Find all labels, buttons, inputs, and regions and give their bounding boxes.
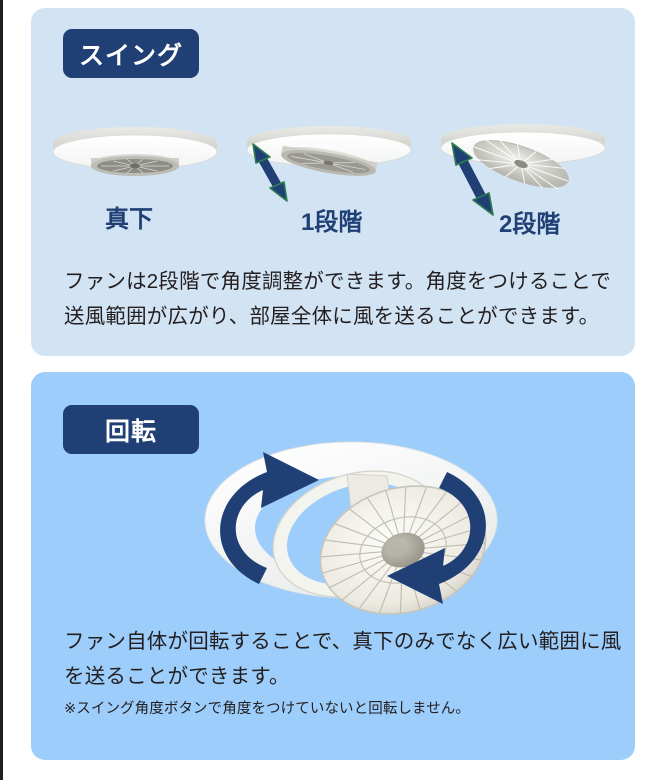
swing-description-line-2: 送風範囲が広がり、部屋全体に風を送ることができます。 xyxy=(64,305,600,328)
swing-description-line-1: ファンは2段階で角度調整ができます。角度をつけることで xyxy=(64,270,612,293)
ceiling-fan-rotation-icon xyxy=(204,441,498,615)
swing-arrow-icon xyxy=(252,143,288,202)
fan-label-step2: 2段階 xyxy=(499,211,561,238)
fan-unit-icon xyxy=(440,124,606,216)
swing-fan-row xyxy=(31,108,635,248)
fan-illustration-straight-down xyxy=(35,108,235,248)
fan-illustration-tilt-step1 xyxy=(229,108,429,248)
rotation-arrow-left-icon xyxy=(220,452,319,584)
fan-label-step1: 1段階 xyxy=(301,209,363,236)
rotation-description-line-2: を送ることができます。 xyxy=(64,665,290,688)
fan-unit-icon xyxy=(246,126,412,202)
rotation-description: ファン自体が回転することで、真下のみでなく広い範囲に風 を送ることができます。 xyxy=(64,624,621,694)
swing-section-badge: スイング xyxy=(63,29,199,78)
rotation-illustration xyxy=(151,432,551,622)
rotation-section-badge: 回転 xyxy=(63,405,199,454)
rotation-description-line-1: ファン自体が回転することで、真下のみでなく広い範囲に風 xyxy=(64,630,622,653)
rotation-section: 回転 xyxy=(31,372,635,760)
swing-description: ファンは2段階で角度調整ができます。角度をつけることで 送風範囲が広がり、部屋全… xyxy=(64,264,611,334)
swing-arrow-icon xyxy=(451,142,494,216)
fan-unit-icon xyxy=(52,127,218,176)
swing-section: スイング xyxy=(31,8,635,356)
rotation-arrow-right-icon xyxy=(387,472,486,604)
fan-illustration-tilt-step2 xyxy=(423,108,623,248)
fan-label-straight-down: 真下 xyxy=(105,206,153,233)
rotation-note: ※スイング角度ボタンで角度をつけていないと回転しません。 xyxy=(64,701,471,717)
